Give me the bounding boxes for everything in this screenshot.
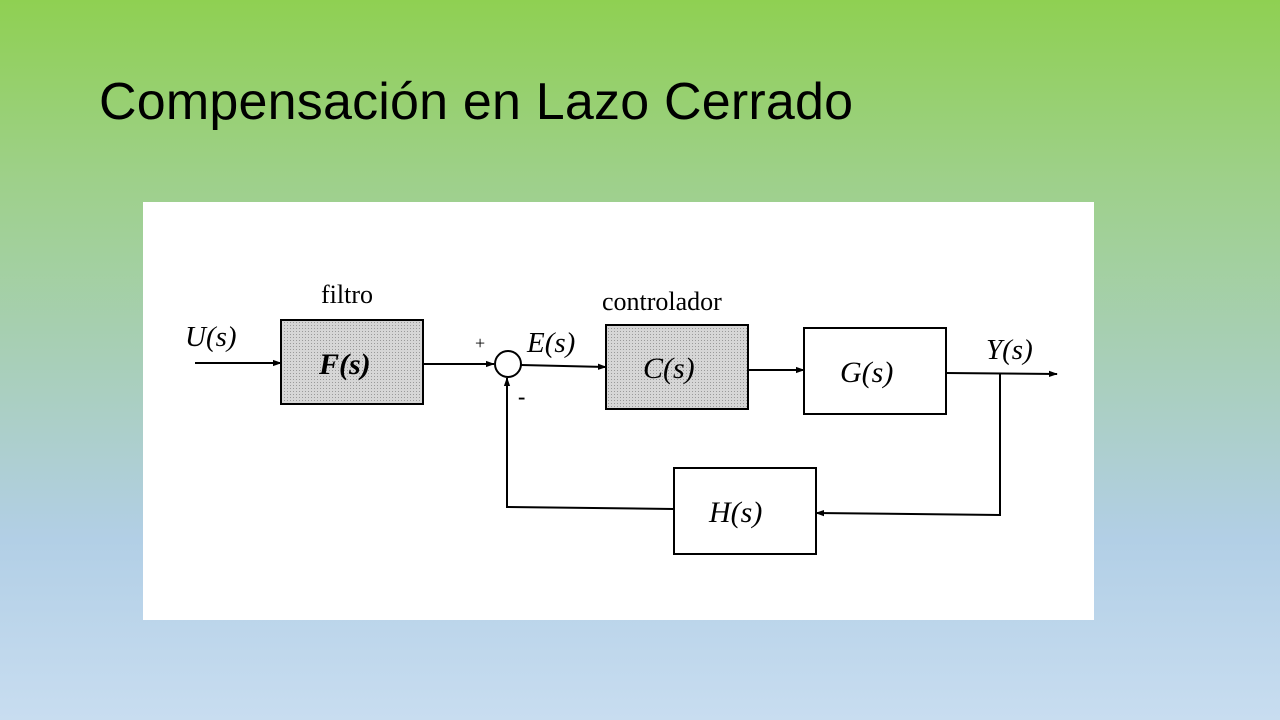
plant-block-label: G(s) (840, 356, 893, 389)
sum-plus-sign: + (475, 333, 485, 353)
filter-block-label: F(s) (318, 348, 371, 381)
feedback-takeoff-line (815, 373, 1001, 517)
summing-junction (494, 350, 522, 378)
block-diagram-figure: U(s) filtro F(s) + - E(s) controlador C(… (143, 202, 1094, 620)
input-signal-label: U(s) (185, 321, 237, 353)
output-arrow (945, 370, 1058, 378)
controller-block (605, 324, 749, 410)
output-signal-label: Y(s) (986, 334, 1033, 366)
sum-minus-sign: - (518, 384, 525, 409)
plant-block (803, 327, 947, 415)
feedback-block-label: H(s) (708, 496, 762, 529)
filter-caption: filtro (321, 280, 373, 309)
error-signal-label: E(s) (526, 327, 575, 359)
controller-caption: controlador (602, 287, 722, 316)
feedback-return-line (503, 377, 675, 510)
filter-block (280, 319, 424, 405)
controller-block-label: C(s) (643, 352, 695, 385)
feedback-block (673, 467, 817, 555)
block-diagram-svg: U(s) filtro F(s) + - E(s) controlador C(… (185, 280, 1058, 555)
slide-title: Compensación en Lazo Cerrado (99, 73, 854, 131)
sum-to-controller-arrow (520, 363, 607, 370)
